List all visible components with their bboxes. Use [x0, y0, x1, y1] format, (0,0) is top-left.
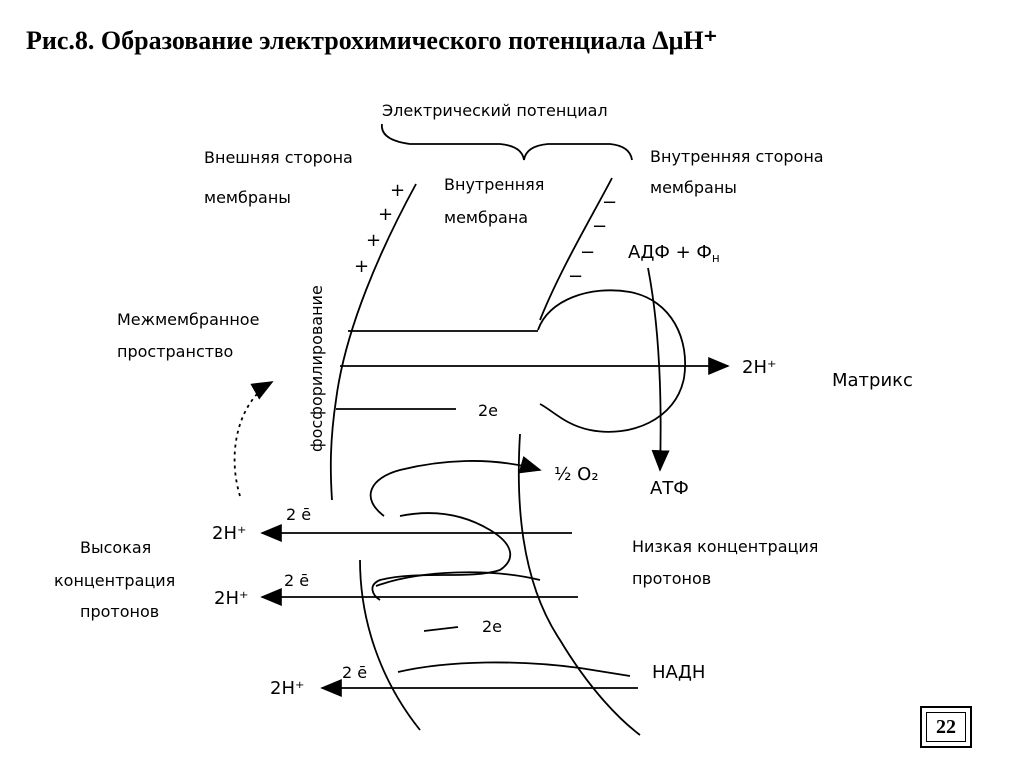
h-plus-matrix-label: 2H⁺ [742, 357, 777, 378]
two-e-bar-label-1: 2 ē [286, 505, 311, 524]
h-plus-label-1: 2H⁺ [212, 523, 247, 544]
intermembrane-label-2: пространство [117, 342, 233, 361]
membrane-lower-left [359, 559, 421, 731]
two-e-bar-label-2: 2 ē [284, 571, 309, 590]
h-plus-label-2: 2H⁺ [214, 588, 249, 609]
page-number-box: 22 [920, 706, 972, 748]
low-conc-label-2: протонов [632, 569, 711, 588]
h-plus-label-3: 2H⁺ [270, 678, 305, 699]
adp-atp-arrow [647, 267, 670, 472]
low-conc-label-1: Низкая концентрация [632, 537, 818, 556]
membrane-lower-right [517, 433, 641, 736]
membrane-outer-curve [329, 183, 417, 501]
high-conc-label-3: протонов [80, 602, 159, 621]
electron-path-to-o2 [369, 456, 542, 517]
page-number: 22 [926, 712, 966, 742]
minus-sign: − [580, 242, 595, 263]
slide-title: Рис.8. Образование электрохимического по… [26, 26, 718, 55]
minus-sign: − [602, 192, 617, 213]
dotted-cycle-arrow [233, 381, 274, 497]
high-conc-label-1: Высокая [80, 538, 151, 557]
two-e-bar-label-3: 2 ē [342, 663, 367, 682]
two-e-label: 2е [478, 401, 498, 420]
atp-label: АТФ [650, 478, 689, 499]
two-e-label-lower: 2е [482, 617, 502, 636]
high-conc-label-2: концентрация [54, 571, 175, 590]
inner-side-label-2: мембраны [650, 178, 737, 197]
half-o2-label: ½ O₂ [554, 464, 599, 485]
inner-side-label-1: Внутренняя сторона [650, 147, 824, 166]
electron-loop [371, 512, 511, 601]
electron-dash-2e [423, 626, 459, 632]
electron-curve-mid [375, 571, 541, 587]
adp-subscript: н [712, 251, 720, 265]
plus-sign: + [366, 230, 381, 251]
plus-sign: + [378, 204, 393, 225]
inner-membrane-label-1: Внутренняя [444, 175, 544, 194]
electric-potential-label: Электрический потенциал [382, 101, 608, 120]
outer-side-label-2: мембраны [204, 188, 291, 207]
nadh-label: НАДН [652, 662, 705, 683]
nadh-electron-path [397, 661, 631, 677]
minus-sign: − [592, 216, 607, 237]
potential-brace [381, 123, 633, 161]
minus-sign: − [568, 266, 583, 287]
plus-sign: + [390, 180, 405, 201]
plus-sign: + [354, 256, 369, 277]
adp-label: АДФ + Фн [628, 242, 720, 265]
outer-side-label-1: Внешняя сторона [204, 148, 353, 167]
membrane-inner-curve [539, 177, 613, 321]
inner-membrane-label-2: мембрана [444, 208, 528, 227]
phosphorylation-label: фосфорилирование [307, 285, 326, 452]
intermembrane-label-1: Межмембранное [117, 310, 259, 329]
matrix-label: Матрикс [832, 370, 913, 391]
atp-synthase-head [537, 289, 686, 433]
